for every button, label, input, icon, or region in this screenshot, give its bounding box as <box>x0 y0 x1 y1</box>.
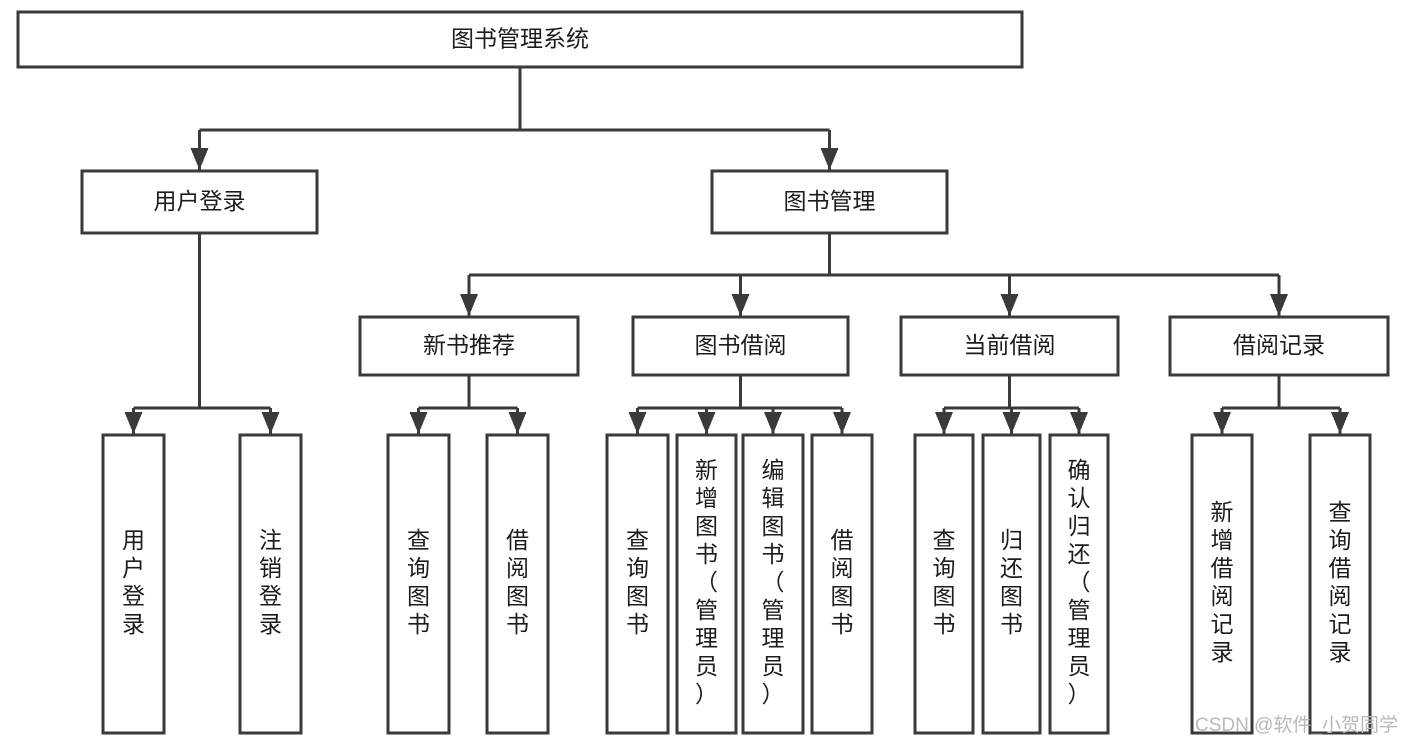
node-leaf-borrow-book-box <box>810 433 874 735</box>
node-leaf-query-book-borrow-box <box>605 433 670 735</box>
node-book-borrow-label: 图书借阅 <box>695 332 787 358</box>
node-leaf-query-borrow-record-box <box>1308 433 1372 735</box>
bookborrow-arrow-1 <box>697 412 716 434</box>
currentborrow-arrow-0 <box>935 412 953 434</box>
bookborrow-arrow-2 <box>764 412 782 434</box>
node-leaf-query-book-current[interactable]: 查询图书 <box>913 433 975 735</box>
borrowrecord-arrow-0 <box>1213 412 1231 434</box>
root-to-level1-arrow-0 <box>190 148 209 170</box>
node-leaf-query-borrow-record[interactable]: 查询借阅记录 <box>1308 433 1372 735</box>
newbook-arrow-1 <box>508 412 527 434</box>
currentborrow-arrow-1 <box>1002 412 1021 434</box>
node-leaf-add-borrow-record[interactable]: 新增借阅记录 <box>1190 433 1254 735</box>
node-book-management[interactable]: 图书管理 <box>710 169 949 235</box>
node-book-borrow-box <box>631 315 850 377</box>
node-root-system[interactable]: 图书管理系统 <box>16 10 1024 69</box>
bookmgmt-to-level2-arrow-3 <box>1270 294 1288 316</box>
node-leaf-add-book-admin[interactable]: 新增图书（管理员） <box>675 433 738 735</box>
node-book-management-label: 图书管理 <box>784 188 876 214</box>
node-leaf-confirm-return-admin-box <box>1048 433 1110 735</box>
connector-lines-layer <box>124 67 1349 434</box>
node-new-book-recommend-box <box>358 315 580 377</box>
node-new-book-recommend[interactable]: 新书推荐 <box>358 315 580 377</box>
node-borrow-record-label: 借阅记录 <box>1233 332 1325 358</box>
node-leaf-user-login-label: 用户登录 <box>122 527 145 637</box>
node-leaf-borrow-book[interactable]: 借阅图书 <box>810 433 874 735</box>
node-leaf-add-borrow-record-box <box>1190 433 1254 735</box>
node-borrow-record[interactable]: 借阅记录 <box>1168 315 1390 377</box>
root-to-level1-arrow-1 <box>820 148 839 170</box>
node-leaf-edit-book-admin-box <box>741 433 805 735</box>
bookmgmt-to-level2-arrow-2 <box>1000 294 1019 316</box>
node-leaf-edit-book-admin-label: 编辑图书（管理员） <box>762 457 785 707</box>
node-root-system-box <box>16 10 1024 69</box>
node-user-login-label: 用户登录 <box>154 188 246 214</box>
node-leaf-query-book-borrow[interactable]: 查询图书 <box>605 433 670 735</box>
userlogin-arrow-1 <box>261 412 280 434</box>
node-leaf-return-book-label: 归还图书 <box>1000 527 1023 637</box>
node-leaf-user-login[interactable]: 用户登录 <box>101 433 166 735</box>
userlogin-arrow-0 <box>124 412 143 434</box>
node-leaf-user-logout[interactable]: 注销登录 <box>238 433 303 735</box>
bookmgmt-to-level2-arrow-1 <box>731 294 750 316</box>
node-current-borrow-label: 当前借阅 <box>964 332 1056 358</box>
csdn-watermark: CSDN @软件_小贺同学 <box>1195 714 1398 736</box>
node-leaf-user-login-box <box>101 433 166 735</box>
node-leaf-query-book-recommend-box <box>386 433 451 735</box>
node-borrow-record-box <box>1168 315 1390 377</box>
borrowrecord-arrow-1 <box>1331 412 1349 434</box>
bookmgmt-to-level2-arrow-0 <box>460 294 478 316</box>
node-root-system-label: 图书管理系统 <box>451 26 589 52</box>
node-leaf-borrow-book-recommend-label: 借阅图书 <box>506 527 529 637</box>
node-leaf-return-book-box <box>981 433 1042 735</box>
node-leaf-borrow-book-label: 借阅图书 <box>831 527 854 637</box>
node-leaf-user-logout-box <box>238 433 303 735</box>
node-leaf-borrow-book-recommend[interactable]: 借阅图书 <box>485 433 550 735</box>
node-user-login-box <box>80 169 319 235</box>
node-leaf-add-book-admin-box <box>675 433 738 735</box>
node-leaf-confirm-return-admin[interactable]: 确认归还（管理员） <box>1048 433 1110 735</box>
node-book-management-box <box>710 169 949 235</box>
node-new-book-recommend-label: 新书推荐 <box>423 332 515 358</box>
node-leaf-query-book-recommend[interactable]: 查询图书 <box>386 433 451 735</box>
node-leaf-query-book-borrow-label: 查询图书 <box>626 527 649 637</box>
node-leaf-edit-book-admin[interactable]: 编辑图书（管理员） <box>741 433 805 735</box>
node-user-login[interactable]: 用户登录 <box>80 169 319 235</box>
bookborrow-arrow-3 <box>833 412 851 434</box>
newbook-arrow-0 <box>409 412 428 434</box>
node-leaf-add-borrow-record-label: 新增借阅记录 <box>1211 499 1234 665</box>
node-leaf-return-book[interactable]: 归还图书 <box>981 433 1042 735</box>
node-leaf-query-book-recommend-label: 查询图书 <box>407 527 430 637</box>
node-leaf-add-book-admin-label: 新增图书（管理员） <box>695 457 718 707</box>
node-leaf-query-book-current-label: 查询图书 <box>933 527 956 637</box>
node-leaf-query-book-current-box <box>913 433 975 735</box>
node-book-borrow[interactable]: 图书借阅 <box>631 315 850 377</box>
node-current-borrow[interactable]: 当前借阅 <box>899 315 1120 377</box>
node-leaf-query-borrow-record-label: 查询借阅记录 <box>1329 499 1352 665</box>
node-leaf-confirm-return-admin-label: 确认归还（管理员） <box>1068 457 1091 707</box>
node-leaf-borrow-book-recommend-box <box>485 433 550 735</box>
nodes-layer: 图书管理系统用户登录图书管理新书推荐图书借阅当前借阅借阅记录用户登录注销登录查询… <box>16 10 1390 735</box>
bookborrow-arrow-0 <box>628 412 647 434</box>
node-current-borrow-box <box>899 315 1120 377</box>
node-leaf-user-logout-label: 注销登录 <box>259 527 282 637</box>
currentborrow-arrow-2 <box>1070 412 1088 434</box>
